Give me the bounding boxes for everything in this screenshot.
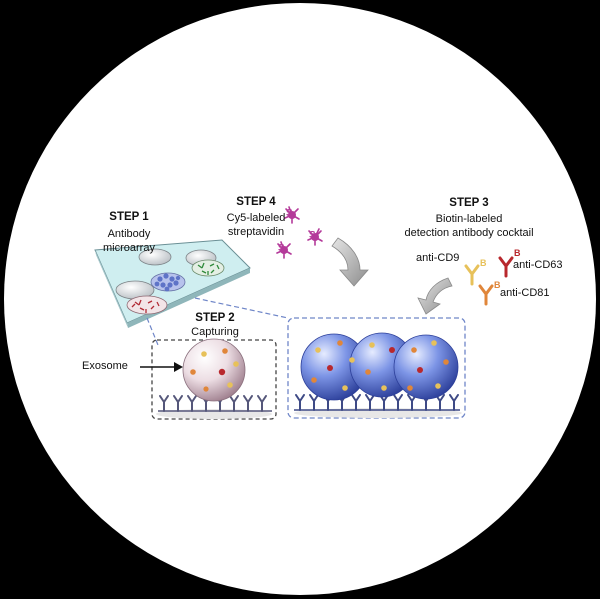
background-disc xyxy=(4,3,596,595)
detection-box xyxy=(287,317,466,419)
detection-antibody-cd9 xyxy=(464,264,480,286)
step4-line1: Cy5-labeled xyxy=(226,212,286,224)
microarray-slide xyxy=(94,239,251,328)
strep-mark-2: S xyxy=(309,230,316,241)
array-spot-red xyxy=(126,295,168,315)
antibody-label-cd63: anti-CD63 xyxy=(513,259,563,271)
strep-mark-1: S xyxy=(286,208,293,219)
step2-line1: Capturing xyxy=(191,326,239,338)
step1-line1: Antibody xyxy=(107,228,151,240)
step4-title: STEP 4 xyxy=(236,196,276,208)
antibody-label-cd81: anti-CD81 xyxy=(500,287,550,299)
step4-line2: streptavidin xyxy=(227,226,285,238)
array-spot xyxy=(138,248,172,266)
capture-antibody-row-left xyxy=(159,395,267,412)
detection-antibody-cd63 xyxy=(498,256,514,278)
step3-line1: Biotin-labeled xyxy=(435,213,503,225)
antibody-label-cd9: anti-CD9 xyxy=(416,252,460,264)
exosome-label: Exosome xyxy=(82,360,128,372)
step3-arrow xyxy=(417,277,453,315)
array-spot-green xyxy=(191,259,225,277)
step2-title: STEP 2 xyxy=(195,312,235,324)
biotin-mark-cd81: B xyxy=(494,280,501,290)
step1-title: STEP 1 xyxy=(109,211,149,223)
biotin-mark-cd63: B xyxy=(514,248,521,258)
strep-mark-3: S xyxy=(278,243,285,254)
detection-antibody-cd81 xyxy=(478,284,494,306)
step4-arrow xyxy=(331,237,369,287)
exosome-detected-3 xyxy=(393,334,459,400)
step3-title: STEP 3 xyxy=(449,197,489,209)
biotin-mark-cd9: B xyxy=(480,258,487,268)
step1-line2: microarray xyxy=(103,242,155,254)
step3-line2: detection antibody cocktail xyxy=(404,227,534,239)
